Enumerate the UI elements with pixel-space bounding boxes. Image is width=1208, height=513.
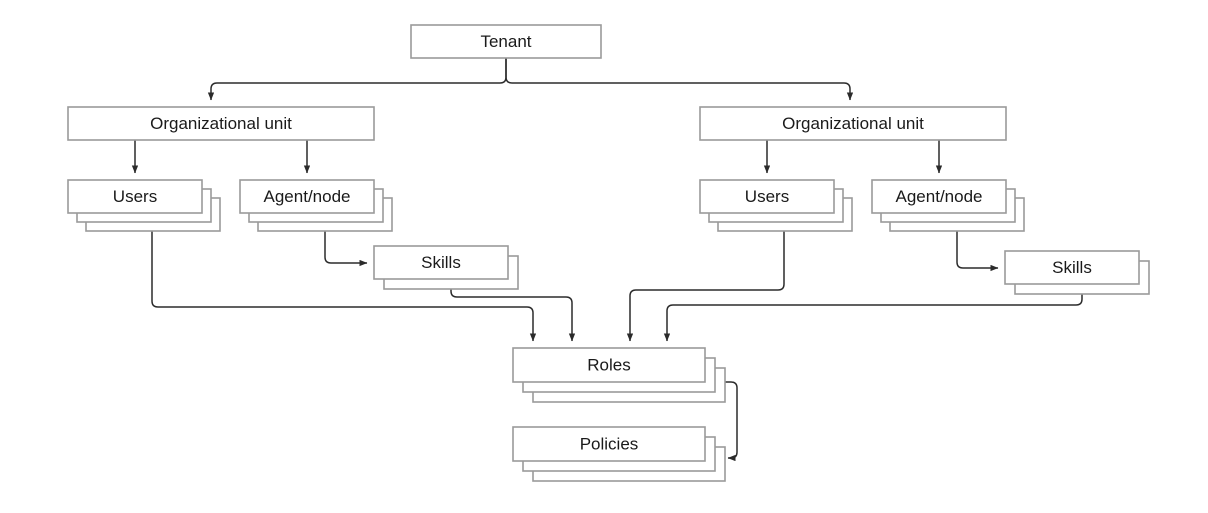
edge-line — [663, 294, 1083, 342]
node-policies[interactable]: Policies — [512, 426, 726, 482]
edge-layer — [131, 58, 1083, 462]
edge-roles-to-policies — [725, 381, 738, 462]
edge-skills-left-to-roles — [450, 289, 576, 342]
node-box[interactable] — [67, 106, 375, 141]
edge-agent-right-to-skills-right — [956, 231, 999, 272]
edge-users-right-to-roles — [626, 231, 785, 342]
node-users-left[interactable]: Users — [67, 179, 221, 232]
node-agent-node-right[interactable]: Agent/node — [871, 179, 1025, 232]
node-box[interactable] — [410, 24, 602, 59]
edge-users-left-to-roles — [151, 231, 537, 342]
edge-line — [956, 231, 999, 272]
edge-line — [151, 231, 537, 342]
node-agent-node-left[interactable]: Agent/node — [239, 179, 393, 232]
node-box[interactable] — [512, 426, 706, 462]
edge-line — [324, 231, 368, 267]
node-box[interactable] — [871, 179, 1007, 214]
node-skills-left[interactable]: Skills — [373, 245, 519, 290]
node-skills-right[interactable]: Skills — [1004, 250, 1150, 295]
node-roles[interactable]: Roles — [512, 347, 726, 403]
edge-tenant-to-org-right — [505, 58, 854, 101]
node-tenant[interactable]: Tenant — [410, 24, 602, 59]
node-box[interactable] — [699, 179, 835, 214]
edge-agent-left-to-skills-left — [324, 231, 368, 267]
node-users-right[interactable]: Users — [699, 179, 853, 232]
edge-skills-right-to-roles — [663, 294, 1083, 342]
node-box[interactable] — [512, 347, 706, 383]
edge-hit-area — [325, 231, 367, 263]
edge-line — [725, 381, 738, 462]
edge-hit-area — [211, 58, 506, 100]
node-box[interactable] — [67, 179, 203, 214]
node-box[interactable] — [239, 179, 375, 214]
edge-hit-area — [957, 231, 998, 268]
node-box[interactable] — [699, 106, 1007, 141]
node-org-unit-left[interactable]: Organizational unit — [67, 106, 375, 141]
edge-hit-area — [725, 382, 737, 458]
node-org-unit-right[interactable]: Organizational unit — [699, 106, 1007, 141]
edge-hit-area — [667, 294, 1082, 341]
edge-line — [450, 289, 576, 342]
edge-hit-area — [630, 231, 784, 341]
edge-tenant-to-org-left — [207, 58, 507, 101]
node-box[interactable] — [373, 245, 509, 280]
edge-line — [626, 231, 785, 342]
node-box[interactable] — [1004, 250, 1140, 285]
edge-hit-area — [506, 58, 850, 100]
edge-line — [505, 58, 854, 101]
